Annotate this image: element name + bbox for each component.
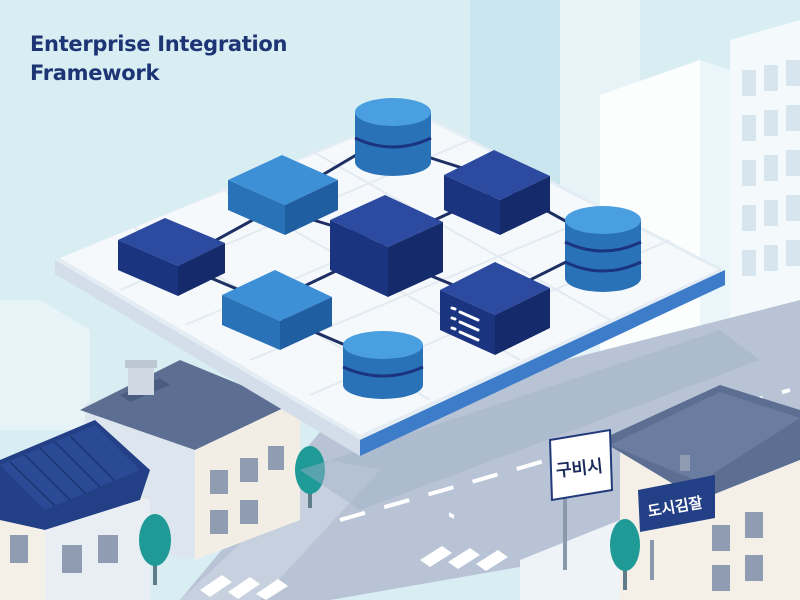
node-cube-navy-left	[118, 218, 225, 296]
street-sign-left: 구비시	[548, 428, 614, 570]
database-icon	[342, 331, 424, 399]
server-icon	[440, 262, 550, 519]
page-title: Enterprise Integration Framework	[30, 32, 288, 85]
node-cube-blue-bottom	[222, 270, 332, 350]
street-sign-right: 도시김잘	[638, 475, 715, 580]
database-icon	[354, 98, 432, 176]
sign-label-left: 구비시	[555, 457, 604, 482]
node-cube-navy-center	[330, 195, 443, 297]
platform-shadow	[300, 330, 760, 510]
houses-left	[0, 360, 325, 600]
node-cube-blue-top	[228, 155, 338, 235]
trees-left	[139, 446, 325, 585]
node-cube-navy-right	[444, 150, 550, 235]
database-icon	[564, 206, 642, 292]
